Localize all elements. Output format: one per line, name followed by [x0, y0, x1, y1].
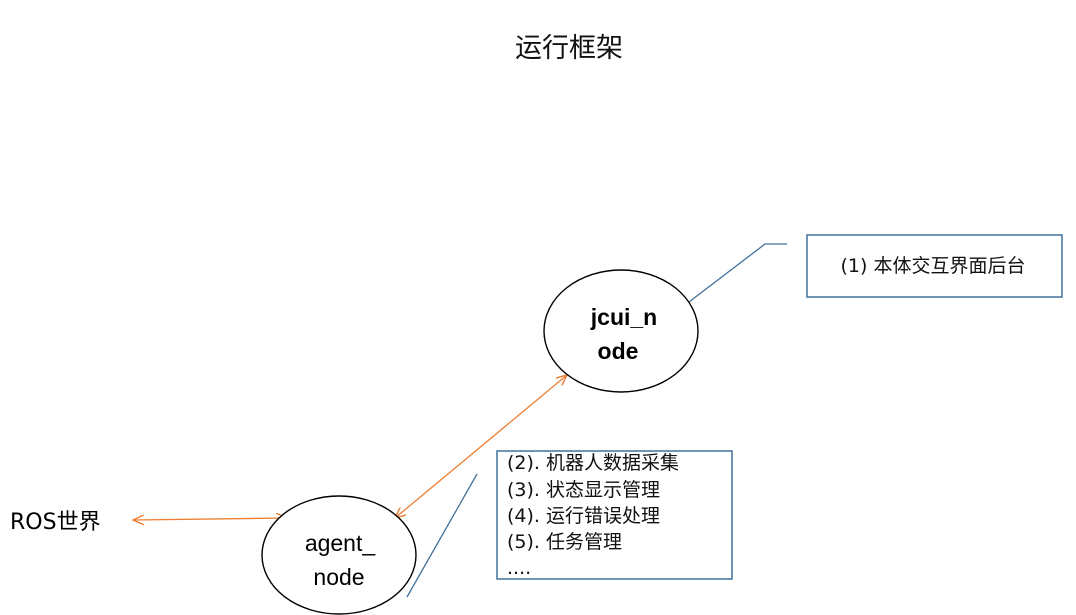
- jcui-node-label-line1: jcui_n: [590, 304, 657, 330]
- agent-callout-leader: [406, 473, 478, 598]
- agent-jcui-connector: [395, 375, 567, 518]
- agent-node-ellipse: [261, 495, 417, 615]
- agent-node-label-line1: agent_: [305, 530, 377, 556]
- jcui-node[interactable]: jcui_n ode: [543, 269, 699, 393]
- agent-function-item: (3). 状态显示管理: [507, 479, 660, 501]
- agent-function-item: (5). 任务管理: [507, 531, 622, 553]
- jcui-backend-callout-box: [806, 234, 1063, 298]
- agent-node-label-line2: node: [313, 564, 364, 590]
- agent-functions-callout-box: [496, 450, 733, 580]
- agent-node[interactable]: agent_ node: [261, 495, 417, 615]
- agent-function-item: ....: [507, 557, 531, 579]
- ros-agent-connector: [133, 518, 287, 520]
- ros-world-label: ROS世界: [10, 510, 101, 535]
- jcui-backend-callout-text: (1) 本体交互界面后台: [841, 255, 1026, 277]
- agent-function-item: (4). 运行错误处理: [507, 505, 660, 527]
- jcui-callout-leader: [688, 243, 787, 303]
- agent-functions-callout: (2). 机器人数据采集 (3). 状态显示管理 (4). 运行错误处理 (5)…: [496, 450, 733, 580]
- jcui-backend-callout: (1) 本体交互界面后台: [806, 234, 1063, 298]
- jcui-node-ellipse: [543, 269, 699, 393]
- diagram-title: 运行框架: [515, 33, 623, 64]
- jcui-node-label-line2: ode: [598, 338, 639, 364]
- agent-function-item: (2). 机器人数据采集: [507, 452, 679, 474]
